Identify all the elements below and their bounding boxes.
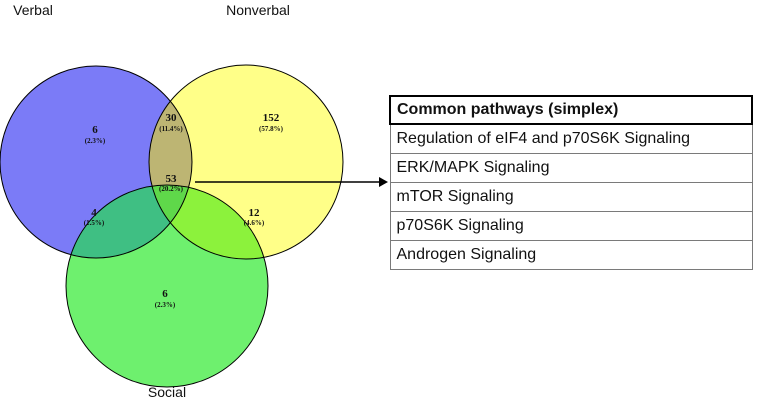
verbal-only-pct: (2.3%) — [85, 137, 106, 145]
nonverbal-social-pct: (4.6%) — [244, 219, 265, 227]
nonverbal-only-pct: (57.8%) — [259, 125, 284, 133]
pathway-cell: mTOR Signaling — [389, 182, 753, 212]
table-row: ERK/MAPK Signaling — [389, 153, 753, 183]
pathway-cell: p70S6K Signaling — [389, 211, 753, 241]
pathway-cell: Androgen Signaling — [389, 240, 753, 270]
social-only-count: 6 — [162, 288, 168, 300]
verbal-outline — [0, 65, 193, 259]
pathway-cell: ERK/MAPK Signaling — [389, 153, 753, 183]
verbal-social-pct: (1.5%) — [84, 219, 105, 227]
nonverbal-label: Nonverbal — [226, 2, 290, 18]
common-pathways-table: Common pathways (simplex) Regulation of … — [389, 95, 753, 270]
table-row: mTOR Signaling — [389, 182, 753, 212]
social-outline — [65, 184, 269, 388]
verbal-only-count: 6 — [92, 124, 98, 136]
social-only-pct: (2.3%) — [155, 301, 176, 309]
verbal-social-overlap — [66, 185, 192, 258]
verbal-nonverbal-count: 30 — [166, 112, 178, 124]
table-header-row: Common pathways (simplex) — [389, 95, 753, 125]
nonverbal-social-count: 12 — [249, 207, 261, 219]
pointer-arrow-head — [379, 177, 388, 187]
nonverbal-social-overlap — [149, 185, 268, 259]
all-three-pct: (20.2%) — [159, 185, 184, 193]
social-label: Social — [148, 384, 186, 400]
verbal-label: Verbal — [13, 2, 53, 18]
all-three-count: 53 — [166, 173, 178, 185]
verbal-nonverbal-pct: (11.4%) — [159, 125, 183, 133]
nonverbal-outline — [148, 64, 344, 260]
table-row: p70S6K Signaling — [389, 211, 753, 241]
nonverbal-only-count: 152 — [263, 112, 280, 124]
pathway-cell: Regulation of eIF4 and p70S6K Signaling — [389, 123, 753, 154]
table-row: Androgen Signaling — [389, 240, 753, 270]
verbal-social-count: 4 — [91, 207, 97, 219]
table-row: Regulation of eIF4 and p70S6K Signaling — [389, 123, 753, 154]
table-header: Common pathways (simplex) — [389, 95, 753, 125]
